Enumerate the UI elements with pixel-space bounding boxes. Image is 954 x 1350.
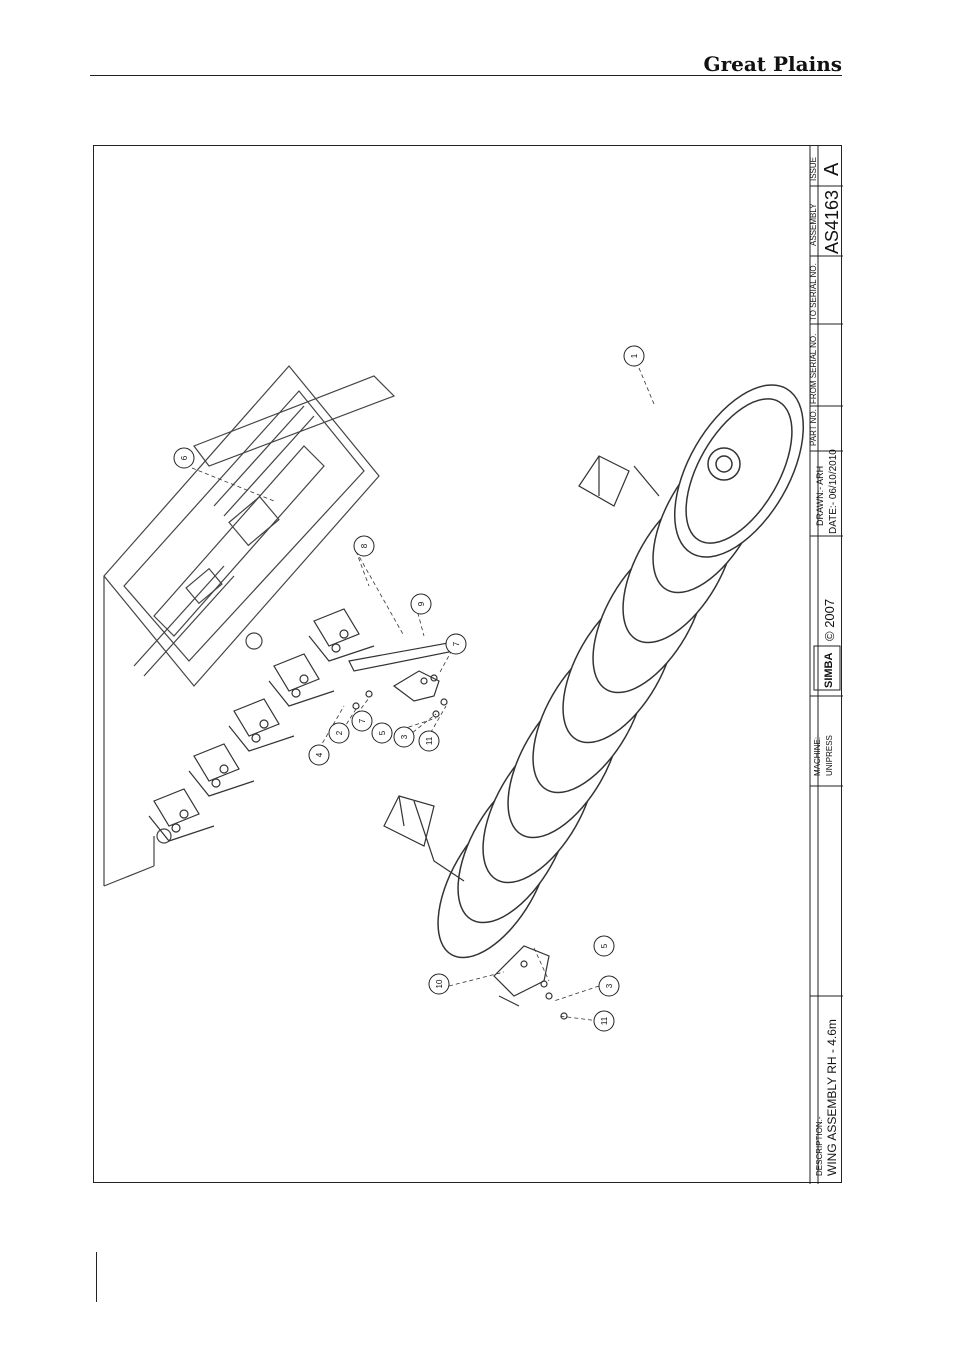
drawing-date: DATE:- 06/10/2010 <box>828 449 839 534</box>
brand-logo-text: Great Plains <box>600 50 842 78</box>
footer-margin-rule <box>96 1252 97 1302</box>
svg-text:9: 9 <box>417 601 426 606</box>
drawing-frame: ISSUE A ASSEMBLY AS4163 TO SERIAL NO. FR… <box>93 145 842 1183</box>
svg-text:7: 7 <box>452 641 461 646</box>
from-serial-label: FROM SERIAL NO. <box>809 334 818 404</box>
description-label: DESCRIPTION:- <box>815 1116 824 1176</box>
svg-text:11: 11 <box>425 736 434 745</box>
issue-value: A <box>821 162 843 176</box>
roller-bracket-right <box>579 456 659 506</box>
svg-text:6: 6 <box>180 455 189 460</box>
svg-text:11: 11 <box>600 1016 609 1025</box>
svg-text:SIMBA: SIMBA <box>823 653 835 689</box>
svg-text:4: 4 <box>315 752 324 757</box>
svg-text:3: 3 <box>400 734 409 739</box>
header-rule <box>90 75 842 76</box>
wing-frame <box>104 366 394 886</box>
part-no-label: PART NO. <box>809 409 818 446</box>
description-value: WING ASSEMBLY RH - 4.6m <box>825 1019 839 1176</box>
svg-text:10: 10 <box>435 979 444 988</box>
issue-label: ISSUE <box>809 157 818 181</box>
assembly-label: ASSEMBLY <box>809 203 818 246</box>
assembly-number: AS4163 <box>822 190 842 254</box>
machine-value: UNIPRESS <box>825 735 834 776</box>
copyright: © 2007 <box>822 599 837 641</box>
to-serial-label: TO SERIAL NO. <box>809 263 818 321</box>
svg-text:3: 3 <box>605 983 614 988</box>
title-block-labels: ISSUE A ASSEMBLY AS4163 TO SERIAL NO. FR… <box>809 157 843 1176</box>
end-bracket-exploded <box>494 946 567 1019</box>
exploded-bracket <box>349 641 464 717</box>
roller-discs <box>415 364 830 976</box>
svg-text:8: 8 <box>360 543 369 548</box>
machine-label: MACHINE:- <box>813 734 822 776</box>
svg-text:2: 2 <box>335 730 344 735</box>
svg-text:1: 1 <box>630 353 639 358</box>
roller-bracket-left <box>384 796 464 881</box>
svg-text:5: 5 <box>378 730 387 735</box>
svg-text:5: 5 <box>600 943 609 948</box>
drawn-by: DRAWN:- ARH <box>815 466 825 526</box>
exploded-assembly-drawing: ISSUE A ASSEMBLY AS4163 TO SERIAL NO. FR… <box>94 146 843 1184</box>
svg-text:7: 7 <box>358 718 367 723</box>
